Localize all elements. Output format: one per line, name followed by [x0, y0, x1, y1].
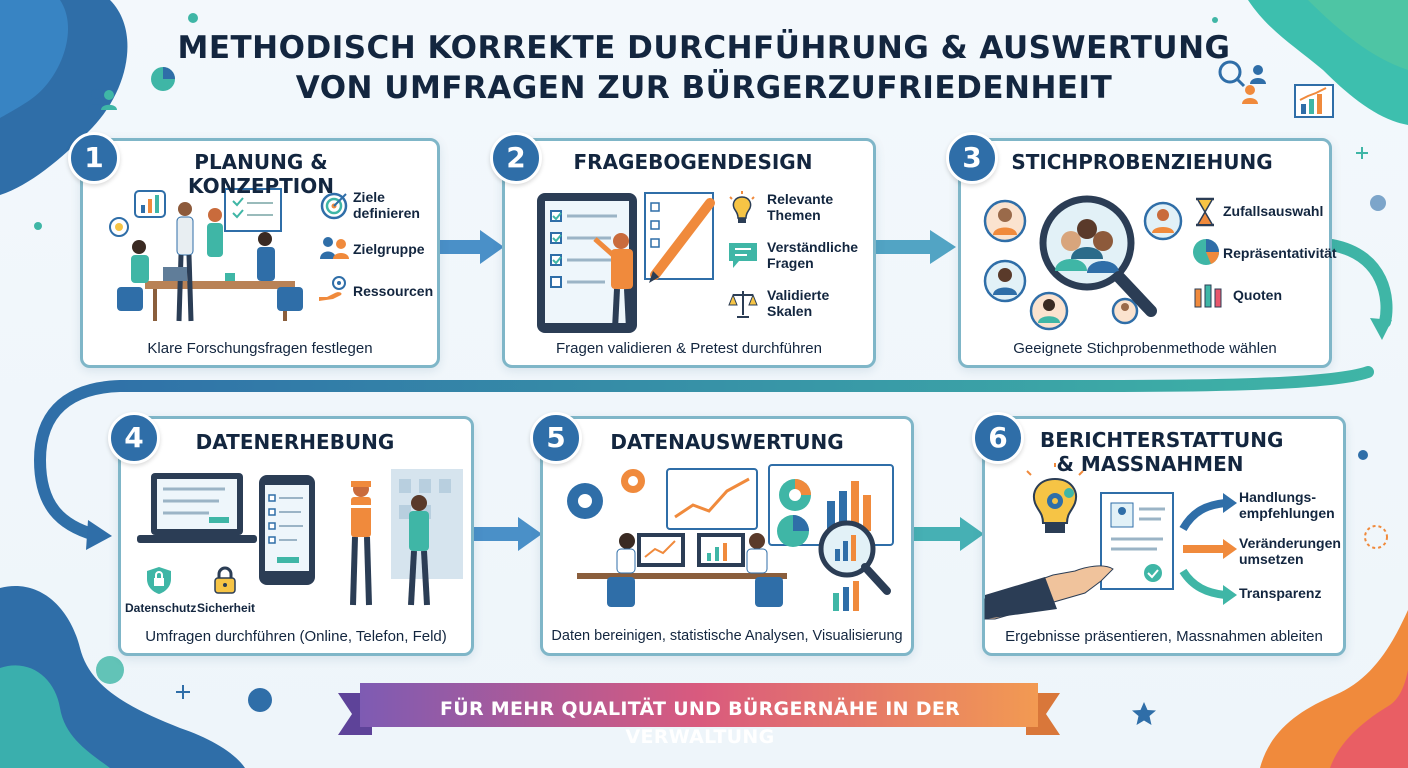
- shield-icon: [147, 567, 171, 594]
- step-number-1: 1: [68, 132, 120, 184]
- plus-icon-left: [176, 685, 190, 699]
- step-6-item-2: Veränderungen umsetzen: [1239, 535, 1341, 567]
- step-caption-4: Umfragen durchführen (Online, Telefon, F…: [145, 628, 447, 645]
- lightbulb-icon: [729, 191, 755, 223]
- step-6-item-1: Handlungs-empfehlungen: [1239, 489, 1335, 521]
- step-1-item-1: Ziele definieren: [353, 189, 420, 221]
- quota-bars-icon: [1194, 284, 1222, 308]
- plus-icon-right: [1356, 147, 1368, 159]
- step-number-6: 6: [972, 412, 1024, 464]
- arrow-2-to-3: [876, 230, 956, 264]
- step-card-2: Relevante Themen Verständliche Fragen Va…: [502, 138, 876, 368]
- arrow-1-to-2: [440, 230, 504, 264]
- arrow-5-to-6: [914, 517, 984, 551]
- sampling-magnifier-illustration: [983, 195, 1183, 331]
- data-collection-illustration: [137, 469, 463, 606]
- step-card-3: Zufallsauswahl Repräsentativität Quoten: [958, 138, 1337, 368]
- step-3-item-3: Quoten: [1233, 287, 1282, 303]
- questionnaire-tablet-illustration: [537, 192, 715, 333]
- step-2-item-3: Validierte Skalen: [767, 287, 830, 319]
- step-card-1: Ziele definieren Zielgruppe Ressourcen: [80, 138, 440, 368]
- scale-icon: [728, 291, 758, 318]
- bottom-right-blob: [1260, 610, 1408, 768]
- step-caption-5: Daten bereinigen, statistische Analysen,…: [551, 628, 903, 644]
- target-icon: [320, 192, 348, 220]
- step-3-item-1: Zufallsauswahl: [1223, 203, 1324, 219]
- step-card-4: Datenschutz Sicherheit: [118, 416, 474, 656]
- step-number-4: 4: [108, 412, 160, 464]
- top-right-chart-icon: [1294, 84, 1334, 118]
- step-1-item-2: Zielgruppe: [353, 241, 425, 257]
- step-3-item-2: Repräsentativität: [1223, 245, 1337, 261]
- top-left-blob: [0, 0, 128, 195]
- resources-hand-icon: [319, 276, 346, 301]
- step-title-1: PLANUNG & KONZEPTION: [188, 150, 334, 198]
- data-analysis-illustration: [567, 464, 894, 611]
- step-4-item-2: Sicherheit: [197, 601, 256, 615]
- top-left-pie-icon: [151, 67, 175, 91]
- arrow-4-to-5: [474, 517, 542, 551]
- star-icon: [1132, 702, 1156, 725]
- step-caption-3: Geeignete Stichprobenmethode wählen: [1013, 340, 1277, 357]
- step-title-3: STICHPROBENZIEHUNG: [1011, 150, 1273, 174]
- hourglass-icon: [1196, 197, 1214, 227]
- step-title-5: DATENAUSWERTUNG: [610, 430, 844, 454]
- step-number-5: 5: [530, 412, 582, 464]
- step-2-item-1: Relevante Themen: [767, 191, 834, 223]
- step-caption-6: Ergebnisse präsentieren, Massnahmen able…: [1005, 628, 1323, 645]
- speech-bubble-icon: [729, 243, 757, 268]
- bottom-banner-text: FÜR MEHR QUALITÄT UND BÜRGERNÄHE IN DER …: [439, 698, 961, 748]
- step-card-5: [540, 416, 914, 656]
- step-title-2: FRAGEBOGENDESIGN: [573, 150, 813, 174]
- top-right-search-users-icon: [1218, 60, 1266, 104]
- step-1-item-3: Ressourcen: [353, 283, 434, 299]
- step-caption-1: Klare Forschungsfragen festlegen: [147, 340, 373, 357]
- top-right-blob: [1248, 0, 1408, 125]
- step-title-4: DATENERHEBUNG: [195, 430, 395, 454]
- step-title-6: BERICHTERSTATTUNG & MASSNAHMEN: [1040, 428, 1284, 476]
- bottom-ribbon: [338, 683, 1060, 735]
- group-icon: [320, 237, 349, 259]
- step-number-3: 3: [946, 132, 998, 184]
- title-line-2: VON UMFRAGEN ZUR BÜRGERZUFRIEDENHEIT: [295, 70, 1113, 106]
- step-caption-2: Fragen validieren & Pretest durchführen: [556, 340, 822, 357]
- top-left-users-icon: [88, 89, 117, 110]
- page-title: METHODISCH KORREKTE DURCHFÜHRUNG & AUSWE…: [0, 28, 1408, 108]
- report-handover-illustration: [984, 463, 1174, 620]
- action-arrows: [1179, 493, 1237, 605]
- step-number-2: 2: [490, 132, 542, 184]
- title-line-1: METHODISCH KORREKTE DURCHFÜHRUNG & AUSWE…: [177, 30, 1231, 66]
- step-6-item-3: Transparenz: [1239, 585, 1322, 601]
- pie-chart-icon: [1193, 239, 1219, 265]
- step-4-item-1: Datenschutz: [125, 601, 197, 615]
- bottom-left-blob: [0, 586, 245, 768]
- step-card-6: Handlungs-empfehlungen Veränderungen ums…: [982, 416, 1346, 656]
- step-2-item-2: Verständliche Fragen: [767, 239, 859, 271]
- connector-3-to-4: [33, 239, 1393, 541]
- padlock-icon: [214, 566, 236, 594]
- planning-team-illustration: [109, 188, 303, 322]
